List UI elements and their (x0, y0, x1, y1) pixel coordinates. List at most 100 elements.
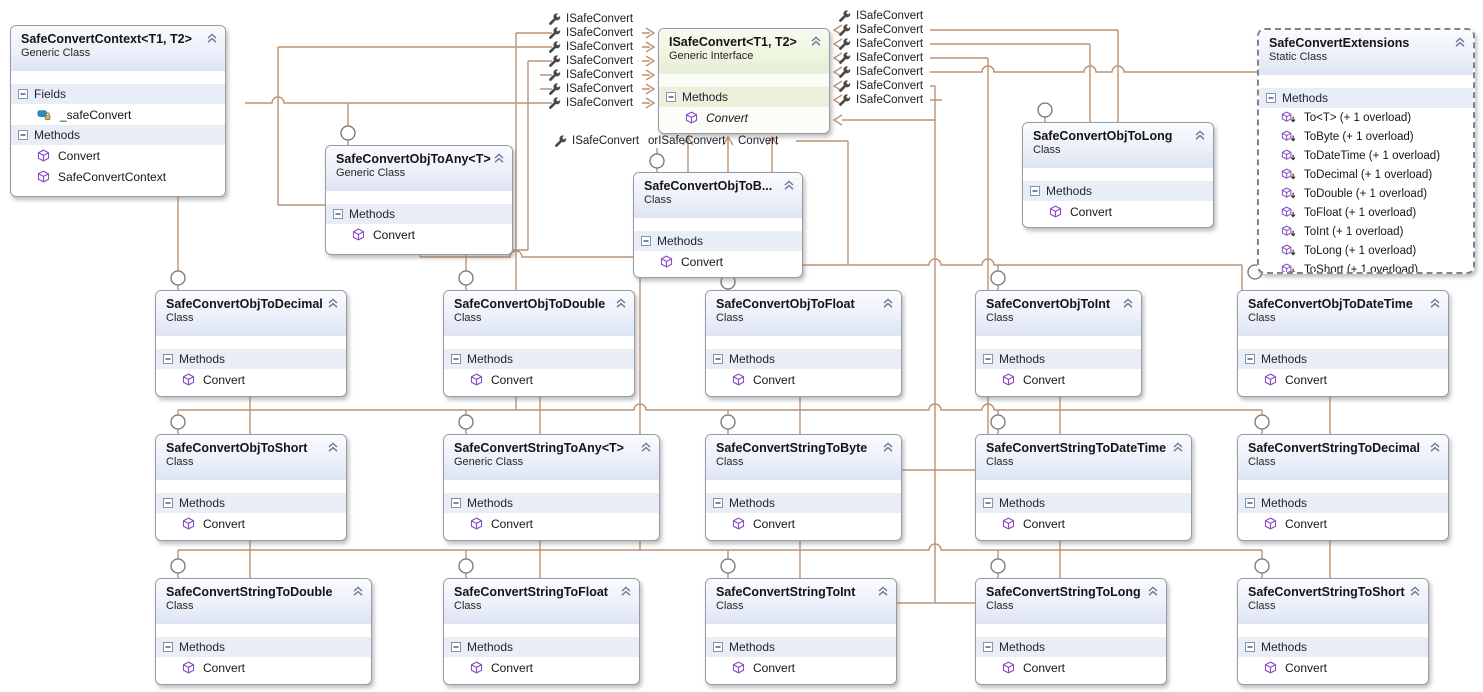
section-header-methods[interactable]: Methods (156, 349, 346, 369)
interface-lollipop-label[interactable]: ISafeConvert (838, 92, 923, 108)
section-header-methods[interactable]: Methods (706, 637, 896, 657)
lollipop-circle[interactable] (649, 153, 665, 169)
class-box-safeconvertstringtoany-t[interactable]: SafeConvertStringToAny<T> Generic Class … (443, 434, 660, 541)
class-box-safeconvertstringtobyte[interactable]: SafeConvertStringToByte Class Methods Co… (705, 434, 902, 541)
section-header-methods[interactable]: Methods (1238, 493, 1448, 513)
class-box-safeconvertstringtoshort[interactable]: SafeConvertStringToShort Class Methods C… (1237, 578, 1429, 685)
collapse-minus-icon[interactable] (1245, 498, 1255, 508)
member-row[interactable]: ToInt (+ 1 overload) (1259, 222, 1473, 241)
interface-lollipop-label[interactable]: ISafeConvert (548, 53, 633, 69)
section-header-methods[interactable]: Methods (444, 637, 639, 657)
class-box-safeconvertextensions[interactable]: SafeConvertExtensions Static Class Metho… (1257, 28, 1475, 274)
member-row[interactable]: Convert (634, 251, 802, 272)
class-header[interactable]: SafeConvertObjToInt Class (976, 291, 1141, 336)
class-box-isafeconvert-t1-t2[interactable]: ISafeConvert<T1, T2> Generic Interface M… (658, 28, 830, 134)
lollipop-circle[interactable] (340, 125, 356, 141)
collapse-chevron-icon[interactable] (493, 153, 505, 164)
section-header-methods[interactable]: Methods (1238, 637, 1428, 657)
collapse-chevron-icon[interactable] (1454, 37, 1466, 48)
member-row[interactable]: Convert (156, 513, 346, 534)
class-box-safeconvertobjtoshort[interactable]: SafeConvertObjToShort Class Methods Conv… (155, 434, 347, 541)
lollipop-circle[interactable] (458, 558, 474, 574)
collapse-minus-icon[interactable] (18, 130, 28, 140)
class-box-safeconvertobjtolong[interactable]: SafeConvertObjToLong Class Methods Conve… (1022, 122, 1214, 228)
interface-lollipop-label[interactable]: ISafeConvert (548, 81, 633, 97)
collapse-minus-icon[interactable] (641, 236, 651, 246)
member-row[interactable]: To<T> (+ 1 overload) (1259, 108, 1473, 127)
member-row[interactable]: Convert (444, 369, 634, 390)
collapse-chevron-icon[interactable] (882, 442, 894, 453)
collapse-chevron-icon[interactable] (352, 586, 364, 597)
lollipop-circle[interactable] (458, 414, 474, 430)
interface-lollipop-label[interactable]: ISafeConvert (554, 133, 639, 149)
class-header[interactable]: SafeConvertContext<T1, T2> Generic Class (11, 26, 225, 71)
class-box-safeconvertobjtodecimal[interactable]: SafeConvertObjToDecimal Class Methods Co… (155, 290, 347, 397)
section-header-methods[interactable]: Methods (444, 493, 659, 513)
class-header[interactable]: SafeConvertStringToAny<T> Generic Class (444, 435, 659, 480)
class-box-safeconvertstringtodouble[interactable]: SafeConvertStringToDouble Class Methods … (155, 578, 372, 685)
interface-lollipop-label[interactable]: ISafeConvert (838, 8, 923, 24)
class-box-safeconvertcontext-t1-t2[interactable]: SafeConvertContext<T1, T2> Generic Class… (10, 25, 226, 197)
collapse-minus-icon[interactable] (666, 92, 676, 102)
class-box-safeconvertobjtofloat[interactable]: SafeConvertObjToFloat Class Methods Conv… (705, 290, 902, 397)
collapse-chevron-icon[interactable] (1147, 586, 1159, 597)
collapse-minus-icon[interactable] (1030, 186, 1040, 196)
member-row[interactable]: Convert (1238, 657, 1428, 678)
class-header[interactable]: ISafeConvert<T1, T2> Generic Interface (659, 29, 829, 74)
member-row[interactable]: _safeConvert (11, 104, 225, 125)
member-row[interactable]: Convert (156, 657, 371, 678)
section-header-methods[interactable]: Methods (976, 637, 1166, 657)
section-header-methods[interactable]: Methods (976, 349, 1141, 369)
member-row[interactable]: Convert (976, 369, 1141, 390)
member-row[interactable]: Convert (444, 513, 659, 534)
interface-lollipop-label[interactable]: ISafeConvert (548, 39, 633, 55)
lollipop-circle[interactable] (990, 270, 1006, 286)
class-box-safeconvertstringtofloat[interactable]: SafeConvertStringToFloat Class Methods C… (443, 578, 640, 685)
class-header[interactable]: SafeConvertObjToDateTime Class (1238, 291, 1448, 336)
collapse-minus-icon[interactable] (713, 354, 723, 364)
collapse-minus-icon[interactable] (163, 498, 173, 508)
class-header[interactable]: SafeConvertExtensions Static Class (1259, 30, 1473, 75)
interface-lollipop-label[interactable]: Convert (738, 133, 778, 149)
member-row[interactable]: Convert (1238, 513, 1448, 534)
interface-lollipop-label[interactable]: ISafeConvert (838, 64, 923, 80)
section-header-methods[interactable]: Methods (659, 87, 829, 107)
class-box-safeconvertobjtob[interactable]: SafeConvertObjToB... Class Methods Conve… (633, 172, 803, 278)
class-header[interactable]: SafeConvertObjToAny<T> Generic Class (326, 146, 512, 191)
collapse-minus-icon[interactable] (163, 354, 173, 364)
class-header[interactable]: SafeConvertObjToB... Class (634, 173, 802, 218)
section-header-methods[interactable]: Methods (444, 349, 634, 369)
collapse-chevron-icon[interactable] (1172, 442, 1184, 453)
member-row[interactable]: Convert (11, 145, 225, 166)
class-header[interactable]: SafeConvertStringToInt Class (706, 579, 896, 624)
member-row[interactable]: Convert (659, 107, 829, 128)
collapse-chevron-icon[interactable] (640, 442, 652, 453)
member-row[interactable]: SafeConvertContext (11, 166, 225, 187)
class-box-safeconvertobjtoany-t[interactable]: SafeConvertObjToAny<T> Generic Class Met… (325, 145, 513, 255)
section-header-methods[interactable]: Methods (11, 125, 225, 145)
collapse-chevron-icon[interactable] (620, 586, 632, 597)
collapse-chevron-icon[interactable] (1429, 442, 1441, 453)
collapse-chevron-icon[interactable] (206, 33, 218, 44)
lollipop-circle[interactable] (458, 270, 474, 286)
class-header[interactable]: SafeConvertStringToDouble Class (156, 579, 371, 624)
class-header[interactable]: SafeConvertObjToShort Class (156, 435, 346, 480)
interface-lollipop-label[interactable]: ISafeConvert (548, 95, 633, 111)
lollipop-circle[interactable] (990, 558, 1006, 574)
collapse-minus-icon[interactable] (451, 642, 461, 652)
member-row[interactable]: Convert (976, 657, 1166, 678)
lollipop-circle[interactable] (1037, 102, 1053, 118)
collapse-minus-icon[interactable] (1245, 354, 1255, 364)
collapse-chevron-icon[interactable] (615, 298, 627, 309)
member-row[interactable]: Convert (326, 224, 512, 245)
interface-lollipop-label[interactable]: ISafeConvert (548, 11, 633, 27)
class-header[interactable]: SafeConvertStringToFloat Class (444, 579, 639, 624)
lollipop-circle[interactable] (720, 414, 736, 430)
section-header-methods[interactable]: Methods (706, 493, 901, 513)
member-row[interactable]: Convert (706, 513, 901, 534)
lollipop-circle[interactable] (1254, 414, 1270, 430)
section-header-methods[interactable]: Methods (156, 637, 371, 657)
section-header-methods[interactable]: Methods (1259, 88, 1473, 108)
class-header[interactable]: SafeConvertStringToShort Class (1238, 579, 1428, 624)
interface-lollipop-label[interactable]: ISafeConvert (838, 50, 923, 66)
